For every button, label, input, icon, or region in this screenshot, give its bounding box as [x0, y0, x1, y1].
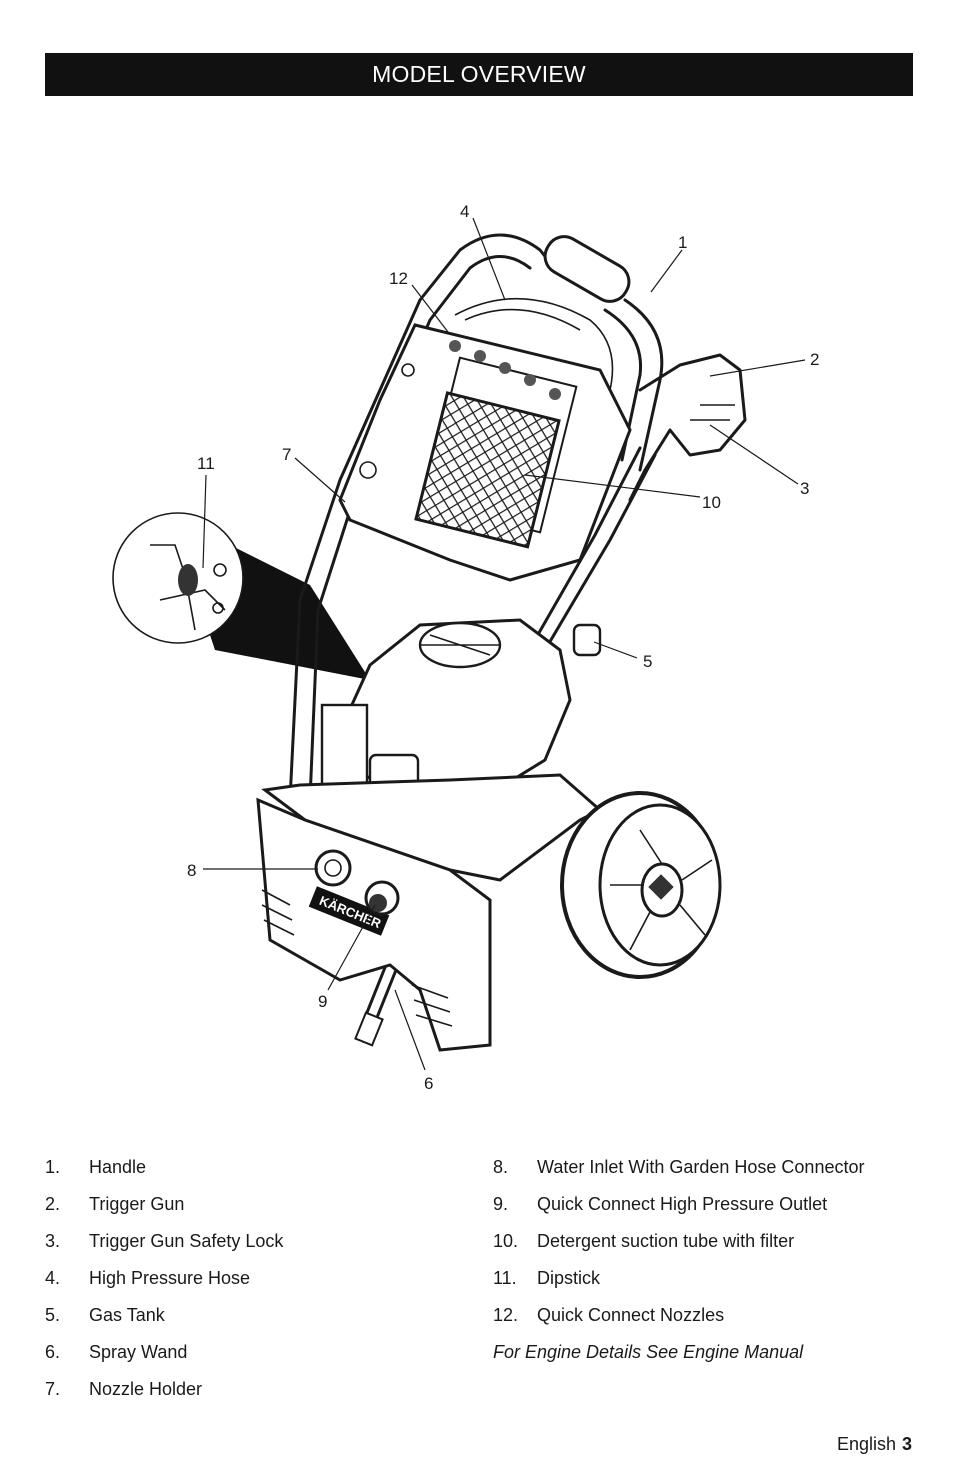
list-item: 5.Gas Tank [45, 1305, 165, 1325]
list-item: 6.Spray Wand [45, 1342, 188, 1362]
wheel [560, 791, 722, 979]
page-title: MODEL OVERVIEW [45, 53, 913, 96]
water-inlet-connector [314, 849, 352, 887]
callout-7: 7 [282, 445, 291, 464]
list-item: 1.Handle [45, 1157, 147, 1177]
chassis: KÄRCHER [256, 773, 603, 1052]
callout-1: 1 [678, 233, 687, 252]
callout-11: 11 [197, 454, 215, 473]
callout-8: 8 [187, 861, 196, 880]
parts-list-right: 8.Water Inlet With Garden Hose Connector… [493, 1157, 923, 1379]
callout-5: 5 [643, 652, 652, 671]
high-pressure-outlet [364, 880, 400, 916]
hose-loop [464, 308, 581, 331]
nozzle-holder-panel [338, 323, 632, 582]
list-item: 2.Trigger Gun [45, 1194, 185, 1214]
pressure-washer-diagram: KÄRCHER 1 2 3 4 5 6 7 8 [112, 202, 819, 1093]
list-item: 8.Water Inlet With Garden Hose Connector [493, 1157, 865, 1177]
parts-list-left: 1.Handle 2.Trigger Gun 3.Trigger Gun Saf… [45, 1157, 465, 1416]
callout-3: 3 [800, 479, 809, 498]
list-item: 7.Nozzle Holder [45, 1379, 203, 1399]
hose-reel [454, 297, 614, 391]
list-item: 9.Quick Connect High Pressure Outlet [493, 1194, 828, 1214]
list-item: 3.Trigger Gun Safety Lock [45, 1231, 284, 1251]
callout-12: 12 [389, 269, 408, 288]
callout-10: 10 [702, 493, 721, 512]
engine-note: For Engine Details See Engine Manual [493, 1342, 804, 1362]
footer-language: English [836, 1434, 896, 1454]
trigger-gun [628, 353, 747, 502]
list-item: 10.Detergent suction tube with filter [493, 1231, 795, 1251]
list-item: 4.High Pressure Hose [45, 1268, 251, 1288]
list-item: 11.Dipstick [493, 1268, 601, 1288]
list-item: 12.Quick Connect Nozzles [493, 1305, 725, 1325]
callout-leaders [202, 217, 806, 1071]
callout-2: 2 [810, 350, 819, 369]
callout-6: 6 [424, 1074, 433, 1093]
callout-9: 9 [318, 992, 327, 1011]
callout-4: 4 [460, 202, 469, 221]
dipstick-inset [112, 512, 370, 680]
page-number: 3 [901, 1434, 912, 1454]
